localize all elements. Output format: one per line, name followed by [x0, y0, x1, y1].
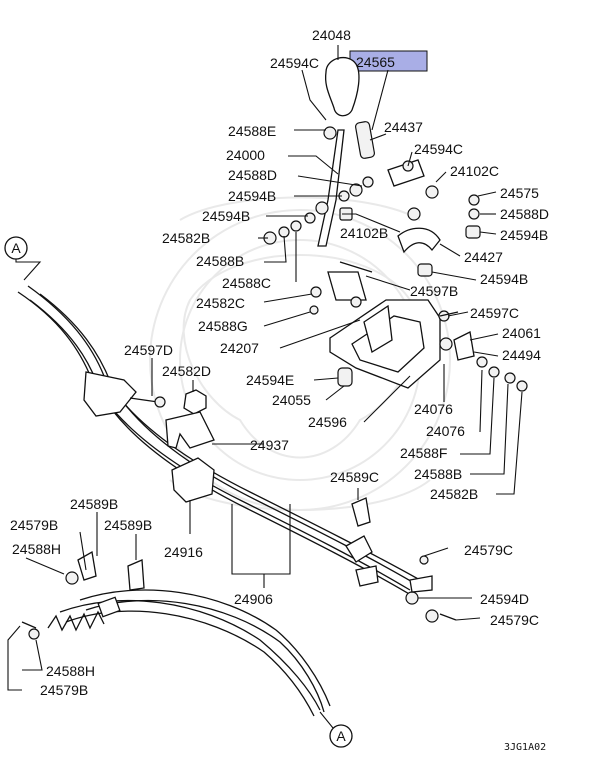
label-24597b: 24597B — [410, 283, 458, 299]
label-24437: 24437 — [384, 119, 423, 135]
shift-lever-assembly — [263, 56, 481, 315]
label-24579b-2: 24579B — [40, 682, 88, 698]
label-24916: 24916 — [164, 544, 203, 560]
label-24589c: 24589C — [330, 469, 379, 485]
label-24494: 24494 — [502, 347, 541, 363]
label-24594e: 24594E — [246, 372, 294, 388]
label-24594d: 24594D — [480, 591, 529, 607]
shift-knob — [324, 56, 360, 117]
part-labels: 24048 24565 24594C 24588E 24437 24594C 2… — [10, 27, 549, 753]
lever-rod — [317, 129, 345, 247]
label-24594c-1: 24594C — [270, 55, 319, 71]
label-24582b-1: 24582B — [162, 230, 210, 246]
label-24588c: 24588C — [222, 275, 271, 291]
connector-a-top: A — [4, 236, 42, 281]
label-24588f: 24588F — [400, 445, 447, 461]
label-24594b-1: 24594B — [228, 188, 276, 204]
label-24582b-2: 24582B — [430, 486, 478, 502]
label-24589b-2: 24589B — [104, 517, 152, 533]
label-24589b-1: 24589B — [70, 496, 118, 512]
label-24579c-1: 24579C — [464, 542, 513, 558]
label-24588e: 24588E — [228, 123, 276, 139]
label-24596: 24596 — [308, 414, 347, 430]
label-24597d: 24597D — [124, 342, 173, 358]
label-24594b-3: 24594B — [500, 227, 548, 243]
label-24076-1: 24076 — [414, 401, 453, 417]
label-24594c-2: 24594C — [414, 141, 463, 157]
label-24588h-1: 24588H — [12, 541, 61, 557]
label-24579c-2: 24579C — [490, 612, 539, 628]
label-24597c: 24597C — [470, 305, 519, 321]
connector-a-top-label: A — [11, 240, 21, 256]
label-24588h-2: 24588H — [46, 663, 95, 679]
label-24575: 24575 — [500, 185, 539, 201]
label-24588d-1: 24588D — [228, 167, 277, 183]
connector-a-bottom: A — [319, 711, 353, 748]
label-24588b-1: 24588B — [196, 253, 244, 269]
shift-cables — [17, 285, 427, 717]
label-24906: 24906 — [234, 591, 273, 607]
base-bracket — [329, 299, 528, 392]
label-24588d-2: 24588D — [500, 206, 549, 222]
label-24565[interactable]: 24565 — [356, 54, 395, 70]
label-24102b: 24102B — [340, 225, 388, 241]
label-24207: 24207 — [220, 340, 259, 356]
label-24588b-2: 24588B — [414, 466, 462, 482]
connector-a-bottom-label: A — [336, 728, 346, 744]
label-24594b-4: 24594B — [480, 271, 528, 287]
label-24055: 24055 — [272, 392, 311, 408]
drawing-code: 3JG1A02 — [504, 742, 546, 753]
label-24588g: 24588G — [198, 318, 248, 334]
label-24594b-2: 24594B — [202, 208, 250, 224]
cable-brackets — [21, 371, 457, 640]
label-24582c: 24582C — [196, 295, 245, 311]
label-24937: 24937 — [250, 437, 289, 453]
label-24076-2: 24076 — [426, 423, 465, 439]
leader-lines — [7, 45, 523, 691]
label-24061: 24061 — [502, 325, 541, 341]
label-24048: 24048 — [312, 27, 351, 43]
label-24427: 24427 — [464, 249, 503, 265]
label-24582d: 24582D — [162, 363, 211, 379]
watermark-emblem — [149, 196, 451, 511]
label-24102c: 24102C — [450, 163, 499, 179]
label-24579b-1: 24579B — [10, 517, 58, 533]
label-24000: 24000 — [226, 147, 265, 163]
